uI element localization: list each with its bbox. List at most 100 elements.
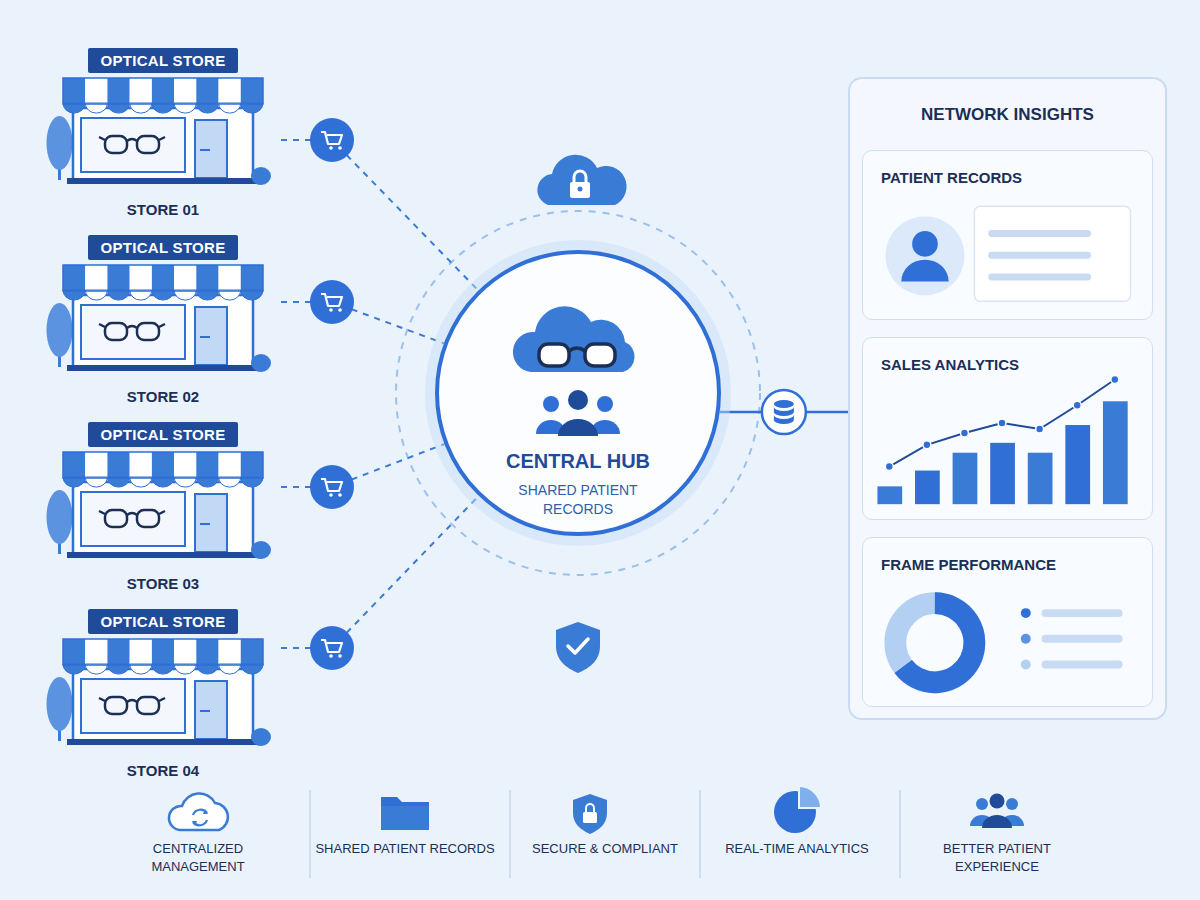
donut-segment	[903, 603, 974, 682]
insights-panel: NETWORK INSIGHTSPATIENT RECORDSSALES ANA…	[848, 77, 1167, 720]
database-icon	[762, 390, 806, 434]
tree-crown	[47, 303, 73, 357]
card-title: FRAME PERFORMANCE	[881, 556, 1152, 573]
building-base	[67, 739, 263, 745]
awning-stripe	[241, 78, 263, 104]
store-label: STORE 03	[127, 575, 199, 592]
insight-card: FRAME PERFORMANCE	[862, 537, 1153, 707]
connector	[281, 140, 478, 290]
building-body	[73, 295, 253, 367]
awning-outline	[63, 78, 263, 104]
shop-window	[81, 305, 185, 359]
store-illustration	[45, 235, 281, 405]
tree-crown	[47, 116, 73, 170]
trend-dot	[998, 419, 1006, 427]
door	[195, 494, 227, 552]
insight-card: SALES ANALYTICS	[862, 337, 1153, 520]
people-icon	[536, 390, 620, 436]
bush	[251, 541, 271, 559]
store-label: STORE 02	[127, 388, 199, 405]
glasses-icon	[539, 344, 615, 366]
awning-stripe	[85, 452, 107, 478]
glasses-icon	[99, 323, 165, 340]
store-sign: OPTICAL STORE	[88, 422, 237, 447]
building-base	[67, 178, 263, 184]
shield-lock-icon	[573, 794, 607, 834]
store-node: OPTICAL STORE STORE 03	[45, 422, 281, 592]
donut-ring	[895, 603, 974, 682]
pie-icon	[774, 786, 821, 833]
hub-title: CENTRAL HUB	[506, 450, 650, 473]
door	[195, 120, 227, 178]
awning-outline	[63, 452, 263, 478]
trend-dot	[885, 463, 893, 471]
awning-stripe	[241, 639, 263, 665]
record-line	[988, 252, 1091, 259]
bar	[915, 471, 940, 505]
feature-label: REAL-TIME ANALYTICS	[707, 840, 887, 858]
connector	[281, 302, 444, 343]
store-node: OPTICAL STORE STORE 01	[45, 48, 281, 218]
awning-stripe	[174, 78, 196, 104]
legend-line	[1042, 635, 1123, 643]
awning-stripe	[196, 639, 218, 665]
shield-icon	[556, 622, 600, 673]
store-label: STORE 01	[127, 201, 199, 218]
legend-dot	[1021, 660, 1031, 670]
awning-stripe	[152, 452, 174, 478]
bush	[251, 728, 271, 746]
glasses-icon	[99, 697, 165, 714]
trend-dot	[923, 441, 931, 449]
feature-label: SHARED PATIENT RECORDS	[315, 840, 495, 858]
store-sign: OPTICAL STORE	[88, 609, 237, 634]
store-node: OPTICAL STORE STORE 02	[45, 235, 281, 405]
record-box	[974, 206, 1130, 301]
awning-stripe	[174, 639, 196, 665]
bar	[1103, 401, 1128, 504]
bar	[953, 453, 978, 504]
awning-stripe	[85, 265, 107, 291]
legend-dot	[1021, 608, 1031, 618]
awning-stripe	[130, 78, 152, 104]
glasses-icon	[99, 510, 165, 527]
legend-dot	[1021, 634, 1031, 644]
bar	[1028, 453, 1053, 504]
awning-stripe	[219, 78, 241, 104]
bar	[877, 486, 902, 504]
trend-dot	[1111, 376, 1119, 384]
awning-stripe	[63, 452, 85, 478]
awning-stripe	[130, 639, 152, 665]
trend-dot	[1036, 425, 1044, 433]
trend-dot	[1073, 401, 1081, 409]
glasses-icon	[99, 136, 165, 153]
awning-stripe	[241, 265, 263, 291]
awning-stripe	[107, 452, 129, 478]
record-line	[988, 274, 1091, 281]
building-body	[73, 669, 253, 741]
store-sign: OPTICAL STORE	[88, 235, 237, 260]
door-handle	[200, 710, 210, 712]
awning-stripe	[152, 78, 174, 104]
awning-stripe	[196, 452, 218, 478]
hub-subtitle: SHARED PATIENT RECORDS	[503, 481, 653, 519]
store-sign: OPTICAL STORE	[88, 48, 237, 73]
awning-stripe	[107, 78, 129, 104]
legend-line	[1042, 609, 1123, 617]
cart-icon	[310, 626, 354, 670]
door-handle	[200, 149, 210, 151]
store-illustration	[45, 609, 281, 779]
shop-window	[81, 679, 185, 733]
tree-crown	[47, 677, 73, 731]
store-label: STORE 04	[127, 762, 199, 779]
bush	[251, 354, 271, 372]
tree-crown	[47, 490, 73, 544]
connector	[281, 496, 479, 648]
trend-dot	[961, 429, 969, 437]
bar	[1065, 425, 1090, 504]
door	[195, 307, 227, 365]
awning-stripe	[63, 265, 85, 291]
cart-icon	[310, 465, 354, 509]
shop-window	[81, 118, 185, 172]
awning-stripe	[219, 452, 241, 478]
awning-stripe	[219, 639, 241, 665]
